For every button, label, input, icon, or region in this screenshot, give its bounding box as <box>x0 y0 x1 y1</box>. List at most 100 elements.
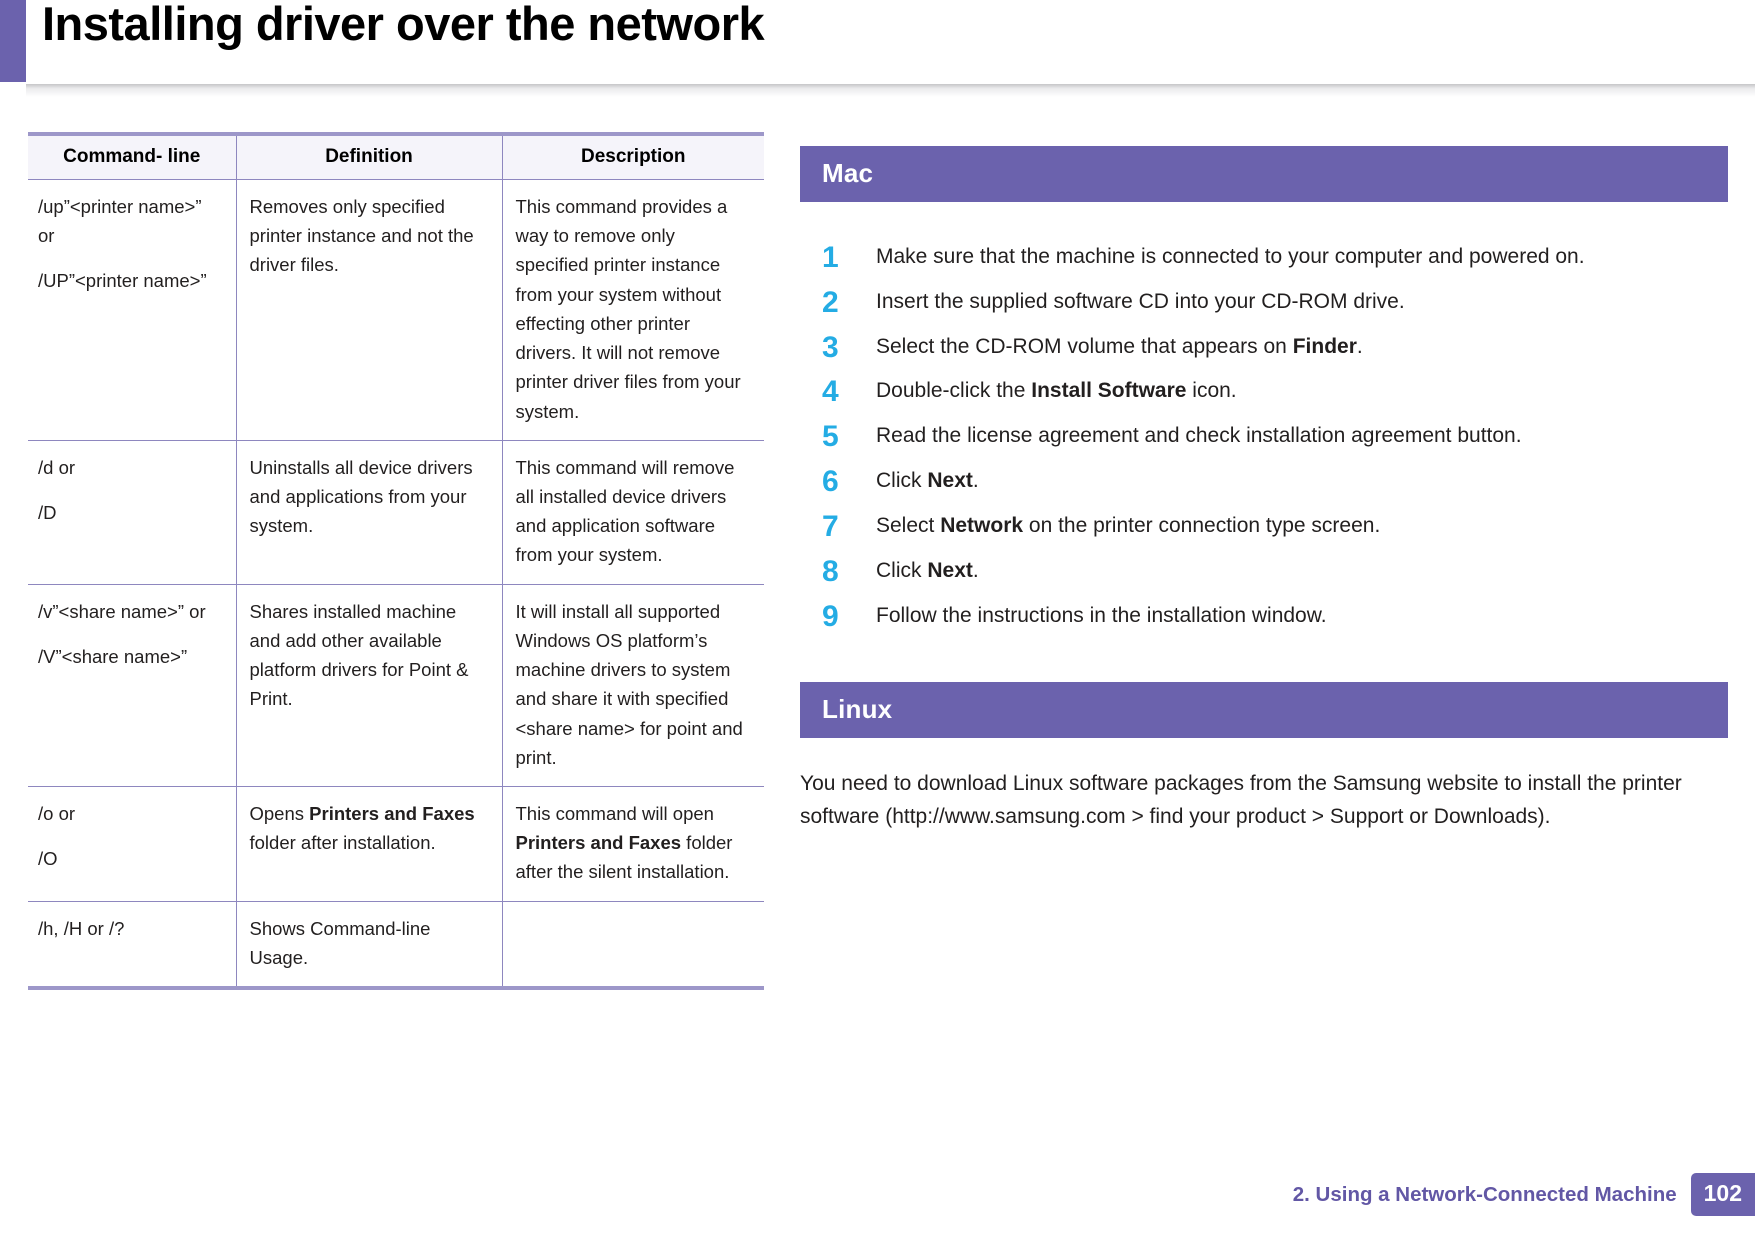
definition-run-2: folder after installation. <box>249 832 436 854</box>
line-gap <box>38 828 222 844</box>
command-line-table: Command- line Definition Description /up… <box>28 132 764 991</box>
step-number: 5 <box>822 420 839 454</box>
cell-command-line: /d or/D <box>28 440 237 585</box>
step-run-0: Read the license agreement and check ins… <box>876 424 1522 448</box>
step-item: 5 Read the license agreement and check in… <box>800 420 1728 453</box>
step-number: 1 <box>822 241 839 274</box>
definition-run-1: Printers and Faxes <box>309 802 475 824</box>
header-accent-bar <box>0 0 26 82</box>
step-text: Click Next. <box>876 556 1728 586</box>
step-run-2: icon. <box>1186 379 1237 403</box>
step-run-0: Make sure that the machine is connected … <box>876 245 1585 268</box>
step-text: Follow the instructions in the installat… <box>876 601 1728 631</box>
step-item: 8 Click Next. <box>800 555 1728 588</box>
command-line-text: /d or <box>38 456 76 478</box>
description-run-1: Printers and Faxes <box>515 832 682 854</box>
step-text: Click Next. <box>876 466 1728 496</box>
step-run-1: Next <box>927 558 973 582</box>
left-column: Command- line Definition Description /up… <box>28 132 768 991</box>
step-number: 4 <box>822 375 839 409</box>
page-number-badge: 102 <box>1690 1173 1755 1216</box>
table-row: /v”<share name>” or/V”<share name>”Share… <box>28 584 764 787</box>
cell-command-line: /o or/O <box>28 786 237 902</box>
table-row: /h, /H or /? Shows Command-line Usage. <box>28 901 764 991</box>
description-run-0: This command will open <box>515 802 714 824</box>
step-run-0: Follow the instructions in the installat… <box>876 603 1327 627</box>
table-body: /up”<printer name>” or/UP”<printer name>… <box>28 179 764 991</box>
cell-description: This command will remove all installed d… <box>502 440 764 585</box>
step-number: 3 <box>822 330 839 364</box>
footer-chapter-label: 2. Using a Network-Connected Machine <box>1292 1182 1677 1206</box>
line-gap <box>38 482 222 498</box>
page-header: Installing driver over the network <box>0 0 1755 100</box>
command-line-text: /h, /H or /? <box>38 917 125 939</box>
step-run-2: . <box>972 558 979 582</box>
column-header-command-line: Command- line <box>28 132 237 180</box>
column-header-definition: Definition <box>236 132 503 180</box>
command-line-text: /UP”<printer name>” <box>38 270 207 292</box>
step-run-0: Click <box>876 469 928 493</box>
definition-run-0: Opens <box>249 802 310 824</box>
cell-command-line: /h, /H or /? <box>28 901 237 991</box>
step-item: 6 Click Next. <box>800 465 1728 498</box>
step-run-0: Insert the supplied software CD into you… <box>876 289 1405 313</box>
command-line-text: /O <box>38 848 58 870</box>
page-footer: 2. Using a Network-Connected Machine 102 <box>1293 1173 1755 1216</box>
line-gap <box>38 250 222 266</box>
step-run-1: Finder <box>1292 334 1357 358</box>
step-text: Double-click the Install Software icon. <box>876 376 1728 406</box>
step-text: Select Network on the printer connection… <box>876 511 1728 541</box>
step-run-0: Click <box>876 558 928 582</box>
command-line-text: /o or <box>38 802 76 824</box>
cell-definition: Opens Printers and Faxes folder after in… <box>236 786 503 902</box>
right-column: Mac 1 Make sure that the machine is conne… <box>800 146 1728 833</box>
cell-definition: Shares installed machine and add other a… <box>236 584 503 787</box>
table-header: Command- line Definition Description <box>28 132 764 180</box>
column-header-description: Description <box>502 132 764 180</box>
table-row: /up”<printer name>” or/UP”<printer name>… <box>28 179 764 441</box>
step-run-0: Double-click the <box>876 379 1032 403</box>
linux-section: Linux You need to download Linux softwar… <box>800 682 1728 833</box>
cell-description: This command will open Printers and Faxe… <box>502 786 764 902</box>
cell-definition: Shows Command-line Usage. <box>236 901 503 991</box>
cell-command-line: /v”<share name>” or/V”<share name>” <box>28 584 237 787</box>
section-heading-linux: Linux <box>800 682 1728 739</box>
step-text: Make sure that the machine is connected … <box>876 242 1728 272</box>
cell-description: It will install all supported Windows OS… <box>502 584 764 787</box>
command-line-text: /V”<share name>” <box>38 645 188 667</box>
step-number: 2 <box>822 285 839 319</box>
step-item: 3 Select the CD-ROM volume that appears o… <box>800 331 1728 364</box>
cell-definition: Uninstalls all device drivers and applic… <box>236 440 503 585</box>
step-run-0: Select <box>876 513 941 537</box>
step-text: Insert the supplied software CD into you… <box>876 287 1728 317</box>
step-text: Read the license agreement and check ins… <box>876 421 1728 451</box>
step-item: 1 Make sure that the machine is connected… <box>800 241 1728 274</box>
cell-description: This command provides a way to remove on… <box>502 179 764 441</box>
command-line-text: /D <box>38 501 57 523</box>
step-item: 2 Insert the supplied software CD into yo… <box>800 286 1728 319</box>
cell-description <box>502 901 764 991</box>
step-run-0: Select the CD-ROM volume that appears on <box>876 334 1293 358</box>
step-text: Select the CD-ROM volume that appears on… <box>876 332 1728 362</box>
mac-steps-list: 1 Make sure that the machine is connected… <box>800 241 1728 633</box>
header-shadow-divider <box>26 84 1755 97</box>
step-number: 6 <box>822 465 839 499</box>
linux-paragraph: You need to download Linux software pack… <box>800 772 1682 828</box>
cell-command-line: /up”<printer name>” or/UP”<printer name>… <box>28 179 237 441</box>
command-line-text: /up”<printer name>” or <box>38 196 202 247</box>
step-number: 8 <box>822 554 839 588</box>
description-run-2: folder after the silent installation. <box>515 832 733 883</box>
line-gap <box>38 626 222 642</box>
table-header-row: Command- line Definition Description <box>28 132 764 180</box>
page-title: Installing driver over the network <box>42 0 765 50</box>
cell-definition: Removes only specified printer instance … <box>236 179 503 441</box>
step-item: 4 Double-click the Install Software icon. <box>800 375 1728 408</box>
section-heading-mac: Mac <box>800 146 1728 202</box>
command-line-text: /v”<share name>” or <box>38 600 206 622</box>
step-run-2: . <box>972 469 979 493</box>
step-run-2: on the printer connection type screen. <box>1023 513 1381 537</box>
